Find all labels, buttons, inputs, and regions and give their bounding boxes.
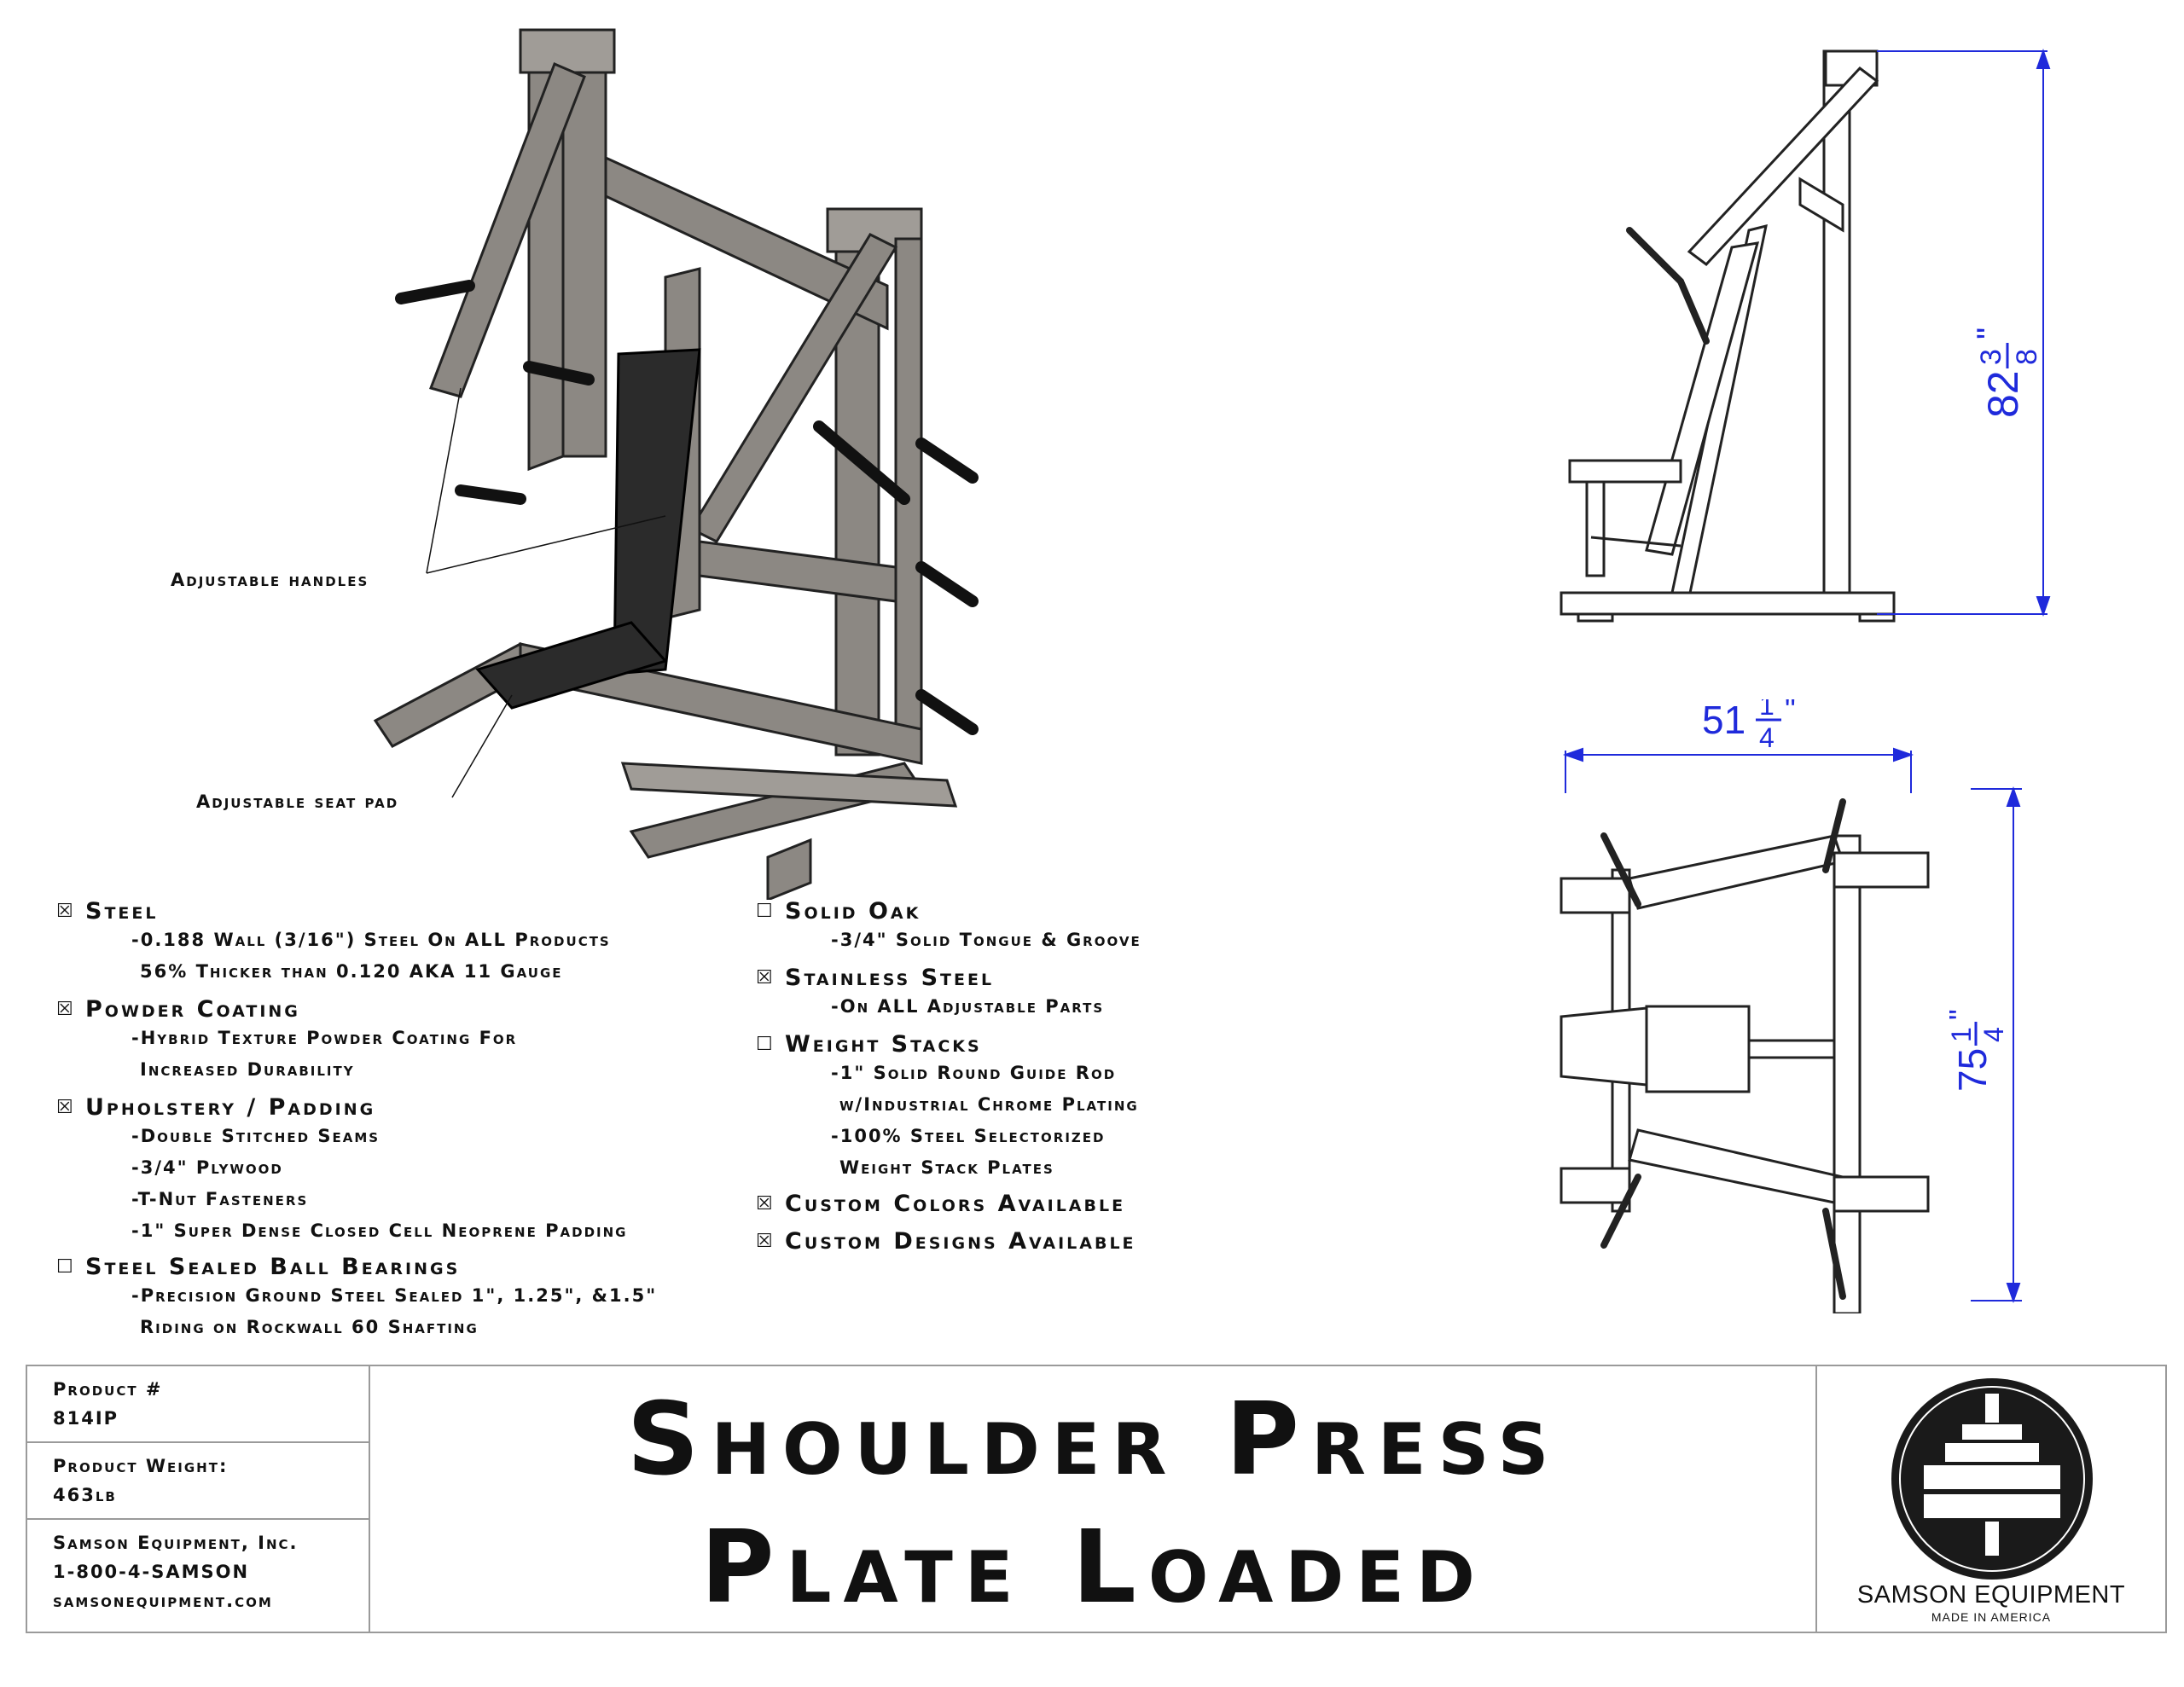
checkbox-checked: ☒ [56,999,76,1020]
title-line-2: Plate Loaded [700,1508,1487,1626]
feature-line: -T-Nut Fasteners [131,1189,309,1209]
feature-title: Steel [85,898,159,925]
logo-panel: SAMSON EQUIPMENT MADE IN AMERICA [1815,1366,2165,1632]
height-numerator: 3 [1975,349,2007,365]
side-view-drawing [1560,49,1896,623]
depth-dimension: 75 1 4 " [1943,786,2022,1304]
width-unit: " [1785,699,1796,727]
feature-line: -1" Solid Round Guide Rod [831,1063,1117,1083]
feature-line: Weight Stack Plates [839,1157,1054,1178]
feature-line: w/Industrial Chrome Plating [839,1094,1139,1115]
feature-custom-colors: ☒ Custom Colors Available [756,1191,1125,1217]
width-dimension: 51 1 4 " [1562,699,1914,793]
checkbox-unchecked: ☐ [56,1256,76,1278]
feature-title: Stainless Steel [785,965,995,991]
height-dimension: 82 3 8 " [1877,48,2051,617]
feature-line: 56% Thicker than 0.120 AKA 11 Gauge [140,961,563,982]
feature-line: -100% Steel Selectorized [831,1126,1106,1146]
feature-line: -Double Stitched Seams [131,1126,380,1146]
feature-title: Custom Colors Available [785,1191,1126,1217]
width-numerator: 1 [1759,699,1774,721]
checkbox-unchecked: ☐ [756,901,775,922]
checkbox-checked: ☒ [56,1097,76,1118]
feature-line: Increased Durability [140,1059,355,1080]
feature-weight-stacks: ☐ Weight Stacks -1" Solid Round Guide Rod… [756,1031,1139,1184]
product-weight-label: Product Weight: [53,1456,229,1476]
feature-ball-bearings: ☐ Steel Sealed Ball Bearings -Precision G… [56,1254,657,1343]
feature-solid-oak: ☐ Solid Oak -3/4" Solid Tongue & Groove [756,898,1141,956]
feature-powder-coating: ☒ Powder Coating -Hybrid Texture Powder C… [56,996,517,1086]
feature-line: -Precision Ground Steel Sealed 1", 1.25"… [131,1285,658,1306]
checkbox-checked: ☒ [756,1193,775,1215]
feature-stainless-steel: ☒ Stainless Steel -On ALL Adjustable Part… [756,965,1104,1023]
product-number-cell: Product # 814IP [27,1366,369,1443]
checkbox-checked: ☒ [756,1231,775,1252]
company-name: Samson Equipment, Inc. [53,1533,299,1553]
product-info-panel: Product # 814IP Product Weight: 463lb Sa… [27,1366,370,1632]
checkbox-checked: ☒ [56,901,76,922]
height-denominator: 8 [2011,349,2043,365]
feature-title: Upholstery / Padding [85,1094,376,1121]
logo-company-name: SAMSON EQUIPMENT [1856,1581,2126,1609]
width-denominator: 4 [1759,722,1774,753]
product-weight-cell: Product Weight: 463lb [27,1443,369,1520]
title-panel: Shoulder Press Plate Loaded [370,1366,1817,1632]
title-block: Product # 814IP Product Weight: 463lb Sa… [26,1365,2167,1633]
product-number-value: 814IP [53,1408,119,1429]
company-phone: 1-800-4-SAMSON [53,1562,250,1582]
depth-whole: 75 [1950,1048,1995,1092]
feature-title: Weight Stacks [785,1031,982,1058]
top-view-drawing [1560,798,1930,1313]
feature-line: -3/4" Solid Tongue & Groove [831,930,1141,950]
width-whole: 51 [1702,699,1745,742]
feature-line: Riding on Rockwall 60 Shafting [140,1317,479,1337]
checkbox-checked: ☒ [756,967,775,988]
height-whole: 82 [1979,370,2027,418]
feature-custom-designs: ☒ Custom Designs Available [756,1228,1136,1255]
depth-denominator: 4 [1978,1027,2009,1042]
feature-line: -0.188 Wall (3/16") Steel On ALL Product… [131,930,611,950]
callout-adjustable-seat: Adjustable seat pad [196,791,399,812]
height-unit: " [1971,328,2008,339]
feature-steel: ☒ Steel -0.188 Wall (3/16") Steel On ALL … [56,898,611,988]
depth-numerator: 1 [1946,1027,1977,1042]
company-cell: Samson Equipment, Inc. 1-800-4-SAMSON sa… [27,1520,369,1632]
checkbox-unchecked: ☐ [756,1034,775,1055]
feature-line: -On ALL Adjustable Parts [831,996,1105,1017]
feature-line: -1" Super Dense Closed Cell Neoprene Pad… [131,1220,628,1241]
logo-tagline: MADE IN AMERICA [1931,1610,2052,1624]
feature-title: Powder Coating [85,996,300,1023]
product-number-label: Product # [53,1379,163,1400]
feature-line: -3/4" Plywood [131,1157,283,1178]
samson-logo-icon [1891,1378,2093,1580]
feature-title: Solid Oak [785,898,921,925]
depth-unit: " [1943,1009,1978,1020]
product-weight-value: 463lb [53,1485,117,1505]
title-line-1: Shoulder Press [626,1380,1561,1498]
feature-title: Steel Sealed Ball Bearings [85,1254,461,1280]
feature-title: Custom Designs Available [785,1228,1136,1255]
callout-adjustable-handles: Adjustable handles [171,570,369,590]
feature-upholstery: ☒ Upholstery / Padding -Double Stitched S… [56,1094,628,1247]
feature-line: -Hybrid Texture Powder Coating For [131,1028,518,1048]
isometric-machine-drawing [373,28,979,900]
company-website: samsonequipment.com [53,1591,273,1611]
